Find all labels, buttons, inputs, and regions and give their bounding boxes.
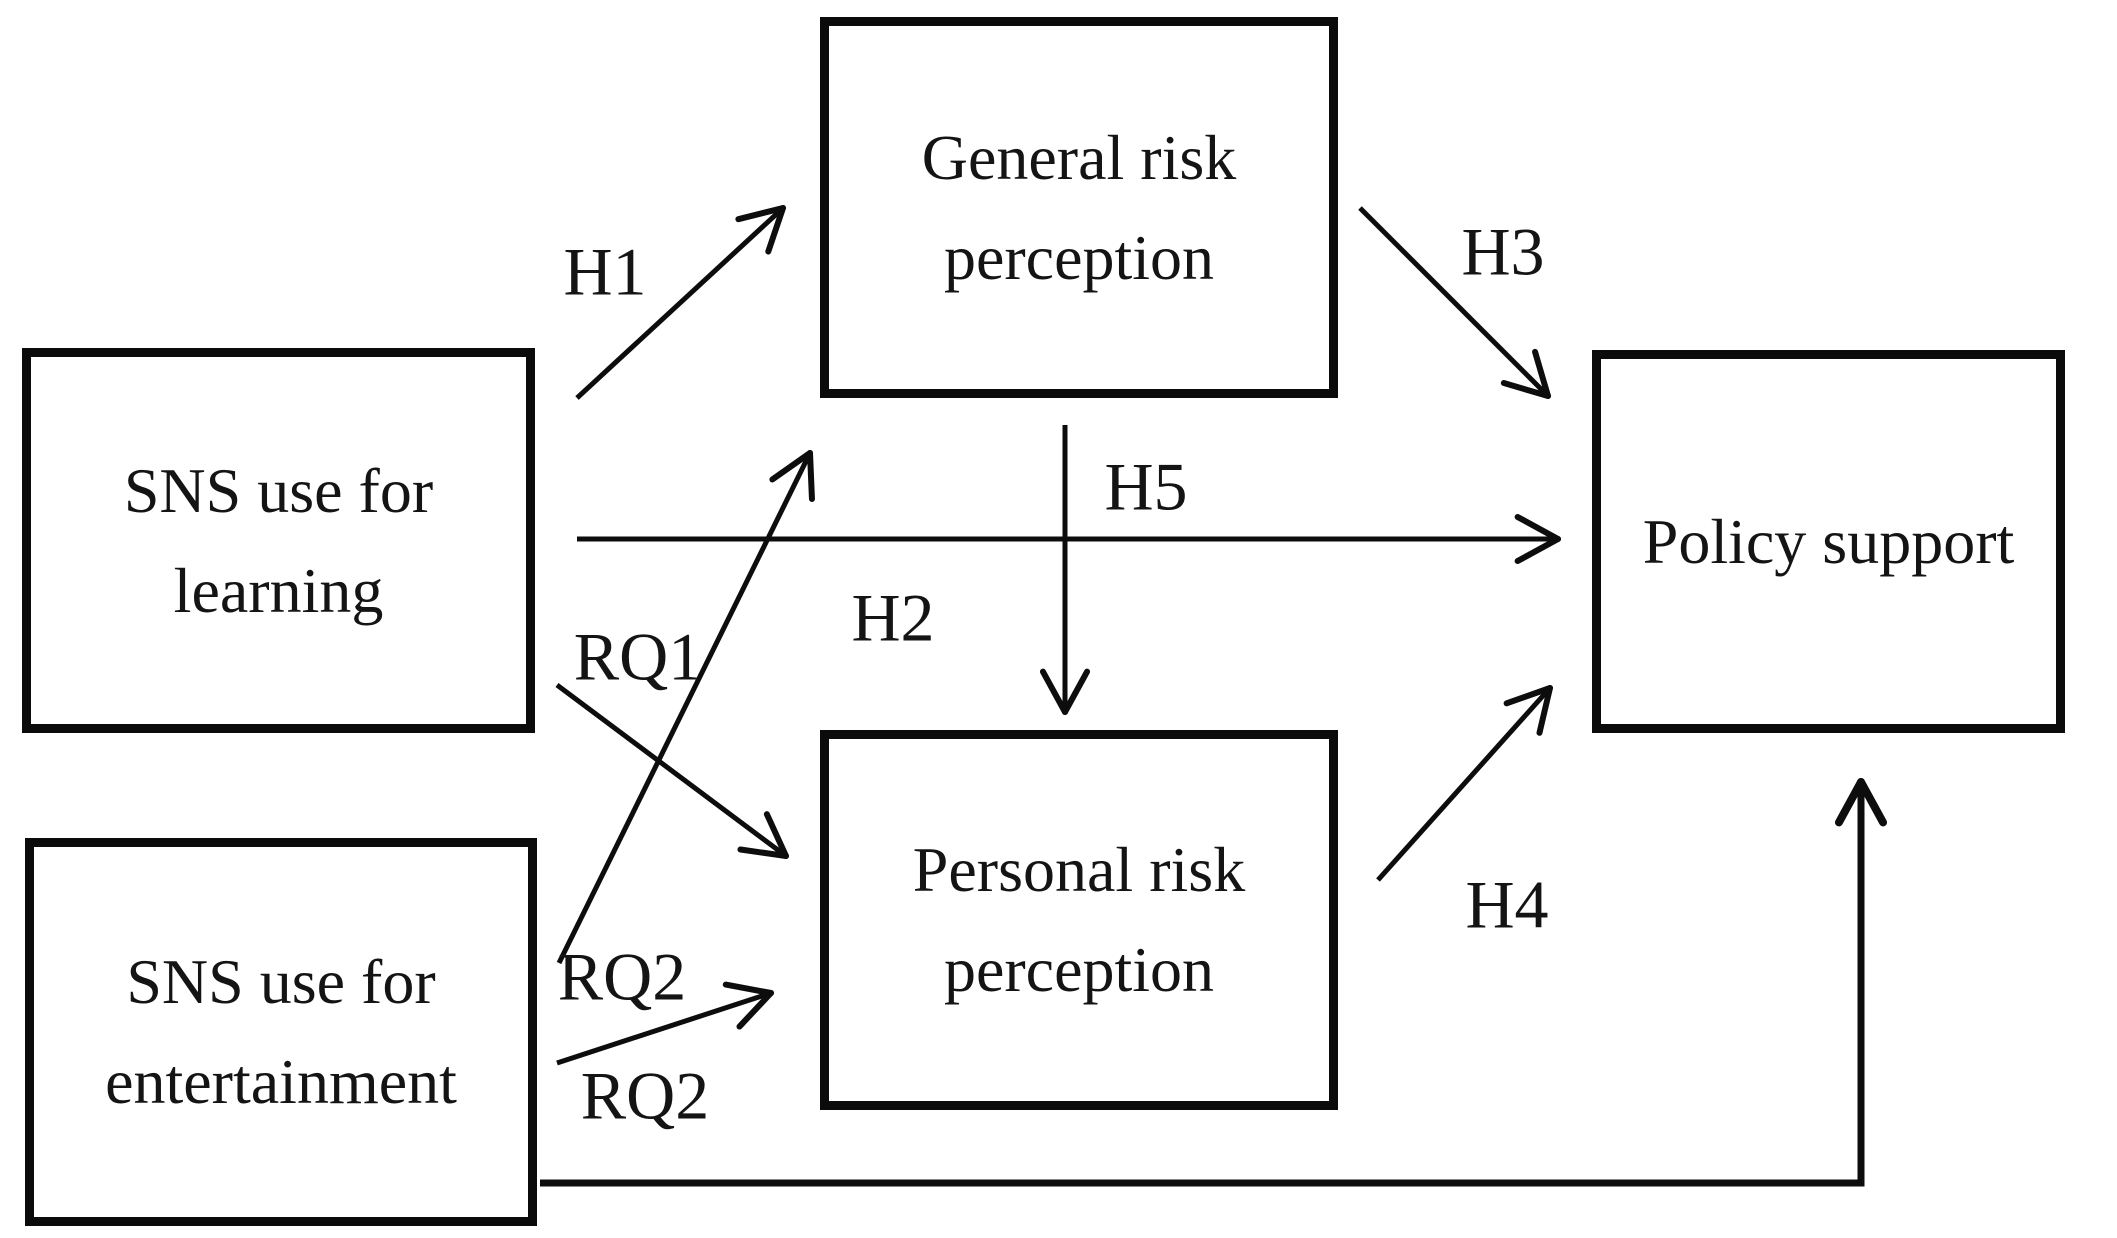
arrow-rq1-entertainment-to-general — [556, 451, 813, 965]
box-sns-entertainment: SNS use for entertainment — [25, 838, 537, 1226]
h3-label: H3 — [1461, 213, 1545, 290]
arrowhead-h5-general-to-personal — [1039, 668, 1068, 715]
box-title-line: perception — [943, 934, 1215, 1005]
arrowhead-h3-general-to-policy — [1532, 348, 1551, 399]
box-title-line: learning — [173, 554, 384, 626]
arrow-h4-personal-to-policy — [1376, 686, 1552, 882]
rq1-label: RQ1 — [573, 618, 703, 695]
box-title-line: Personal risk — [912, 834, 1246, 906]
box-sns-learning: SNS use for learning — [22, 348, 535, 733]
box-title: SNS use for learning — [124, 441, 433, 641]
rq2-label-upper: RQ2 — [557, 938, 687, 1015]
h4-label: H4 — [1465, 866, 1549, 943]
rq2-label-lower: RQ2 — [580, 1057, 710, 1134]
arrow-entertainment-to-policy — [540, 782, 1865, 1187]
box-title: General risk perception — [922, 108, 1237, 308]
arrow-h2-learning-to-personal — [555, 682, 788, 859]
arrowhead-entertainment-to-policy — [1834, 778, 1865, 827]
box-personal-risk: Personal risk perception — [820, 730, 1338, 1110]
box-title: Policy support — [1643, 492, 2015, 592]
box-title-line: perception — [943, 221, 1215, 293]
arrowhead-h1-learning-to-general — [735, 205, 786, 223]
box-title-line: SNS use for — [123, 454, 434, 526]
arrow-rq2-entertainment-to-personal — [556, 990, 772, 1066]
arrowhead-h2-learning-to-personal — [737, 846, 789, 859]
box-general-risk: General risk perception — [820, 17, 1338, 398]
arrowhead-learning-to-policy — [1514, 536, 1561, 565]
arrowhead-h3-general-to-policy — [1500, 380, 1551, 399]
box-title-line: Policy support — [1642, 505, 2015, 577]
arrowhead-h4-personal-to-policy — [1536, 685, 1553, 736]
arrowhead-entertainment-to-policy — [1857, 778, 1888, 827]
arrow-h1-learning-to-general — [575, 206, 785, 400]
box-title: Personal risk perception — [913, 820, 1245, 1020]
box-title: SNS use for entertainment — [105, 932, 457, 1132]
arrowhead-rq2-entertainment-to-personal — [736, 990, 774, 1030]
arrowhead-h4-personal-to-policy — [1503, 685, 1553, 707]
arrowhead-learning-to-policy — [1514, 513, 1561, 542]
arrowhead-rq1-entertainment-to-general — [807, 450, 815, 502]
box-title-line: entertainment — [105, 1046, 457, 1117]
arrowhead-h2-learning-to-personal — [763, 811, 789, 859]
box-title-line: General risk — [921, 121, 1237, 193]
arrowhead-h1-learning-to-general — [765, 205, 786, 255]
arrowhead-rq2-entertainment-to-personal — [722, 981, 774, 996]
box-policy-support: Policy support — [1592, 350, 2065, 733]
box-title-line: SNS use for — [126, 946, 436, 1018]
h2-label: H2 — [851, 579, 935, 656]
arrowhead-h5-general-to-personal — [1062, 668, 1091, 715]
h1-label: H1 — [563, 233, 647, 310]
arrow-h3-general-to-policy — [1358, 206, 1550, 398]
h5-label: H5 — [1104, 448, 1188, 525]
arrowhead-rq1-entertainment-to-general — [769, 450, 813, 483]
